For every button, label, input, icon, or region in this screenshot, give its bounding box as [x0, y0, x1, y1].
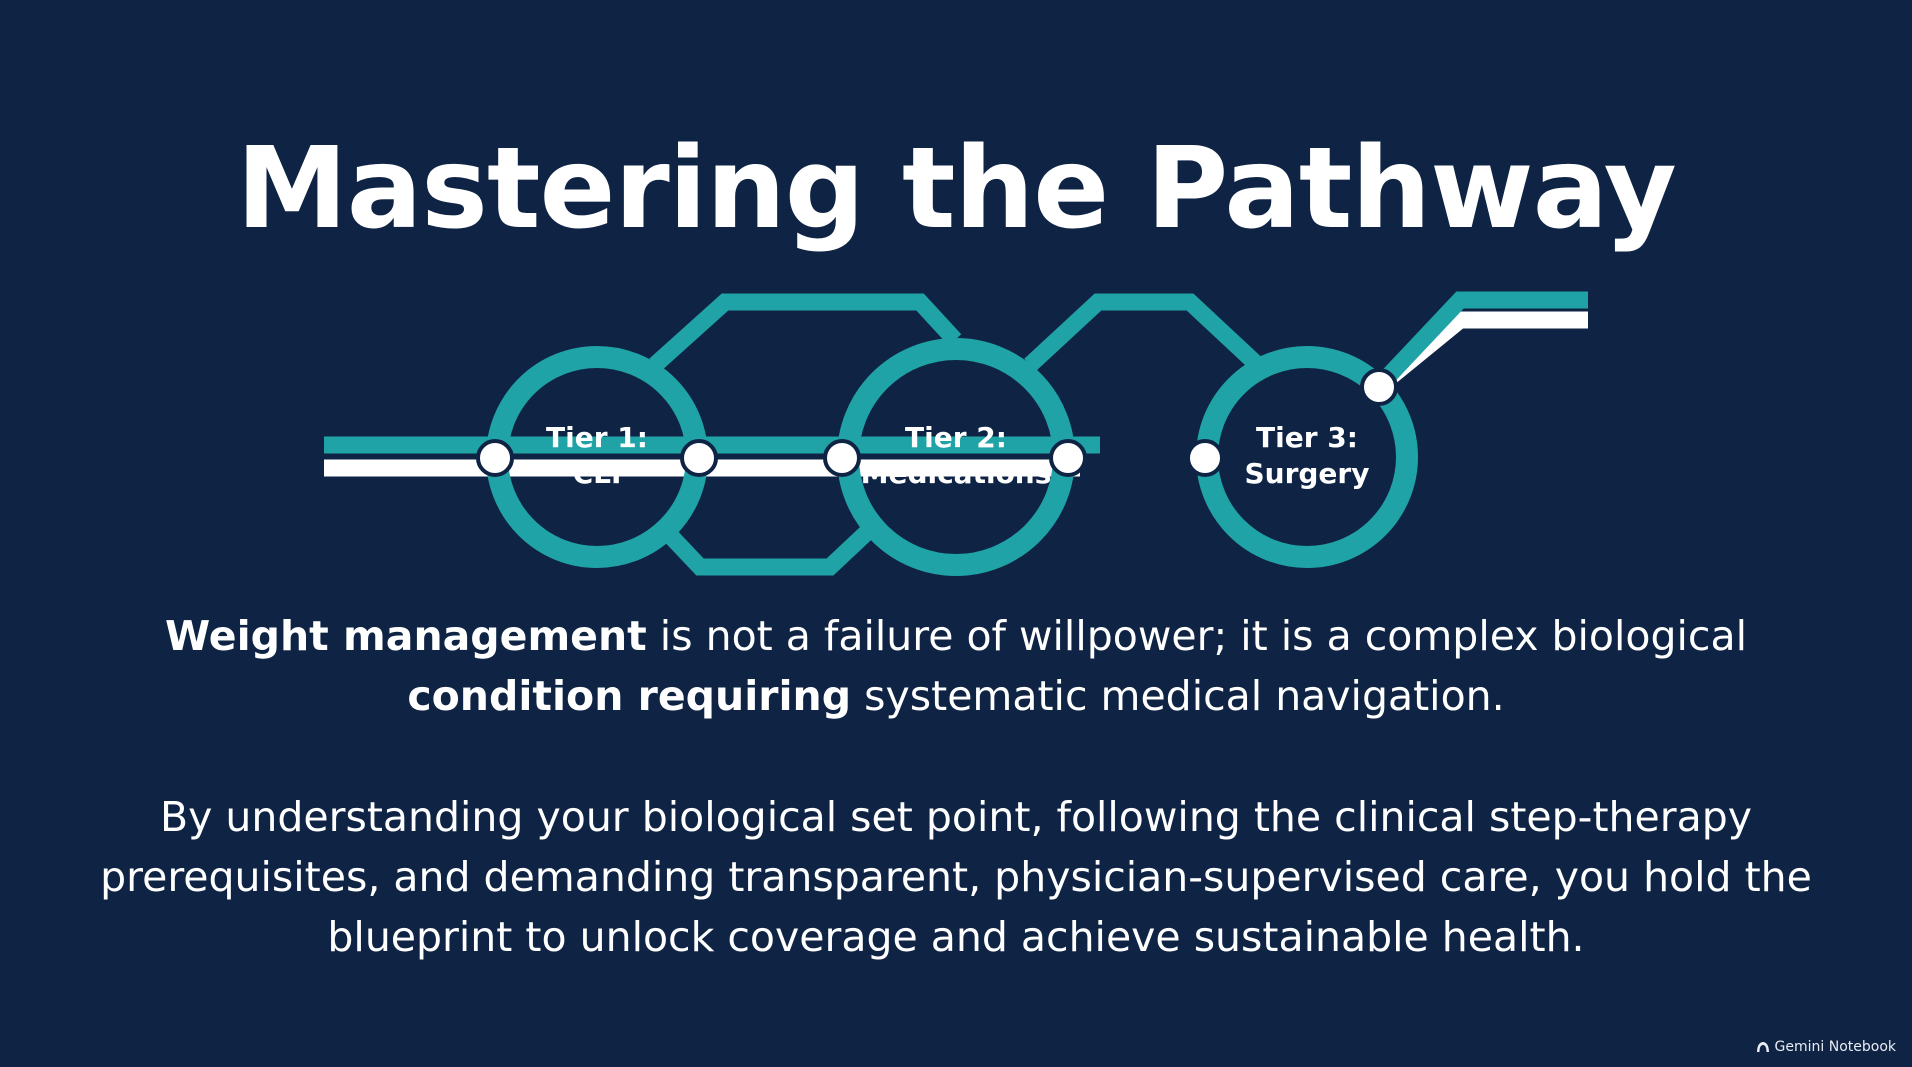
tier-1-title: Tier 1:	[546, 421, 648, 454]
brand-label: Gemini Notebook	[1774, 1039, 1896, 1055]
tier-2-name: Medications	[860, 457, 1052, 490]
statement-bold-1: Weight management	[165, 612, 647, 660]
tier-3-label: Tier 3: Surgery	[1207, 420, 1407, 492]
station-dot	[823, 439, 861, 477]
statement-text-2: systematic medical navigation.	[851, 672, 1505, 720]
station-dot	[680, 439, 718, 477]
tier-2-title: Tier 2:	[905, 421, 1007, 454]
body-paragraph: By understanding your biological set poi…	[100, 793, 1812, 961]
station-dot	[1360, 368, 1398, 406]
station-dot	[1186, 439, 1224, 477]
station-dots	[476, 368, 1398, 477]
brand-watermark: Gemini Notebook	[1756, 1039, 1896, 1055]
tier-1-label: Tier 1: CLI	[497, 420, 697, 492]
station-dot	[1049, 439, 1087, 477]
key-statement: Weight management is not a failure of wi…	[80, 606, 1832, 726]
tier-3-title: Tier 3:	[1256, 421, 1358, 454]
tier-1-name: CLI	[572, 457, 622, 490]
page-title: Mastering the Pathway	[236, 124, 1676, 254]
tier-3-name: Surgery	[1244, 457, 1370, 490]
tier-2-label: Tier 2: Medications	[856, 420, 1056, 492]
statement-text-1: is not a failure of willpower; it is a c…	[646, 612, 1747, 660]
statement-bold-2: condition requiring	[407, 672, 852, 720]
gemini-notebook-icon	[1756, 1042, 1769, 1052]
station-dot	[476, 439, 514, 477]
